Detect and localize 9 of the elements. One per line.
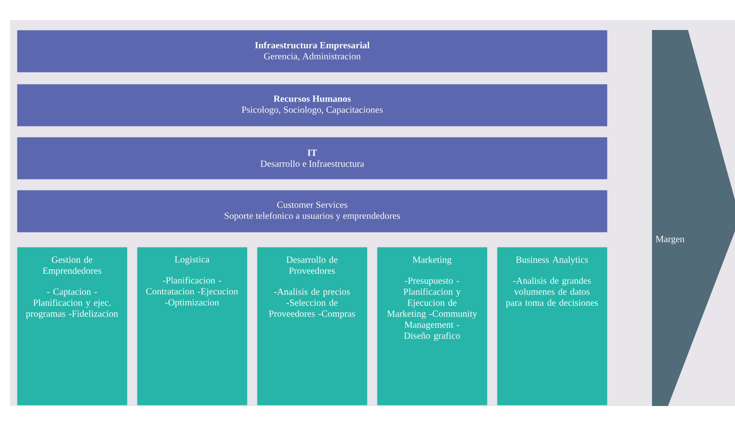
bar-box: IT Desarrollo e Infraestructura	[17, 137, 608, 180]
bar-box: Recursos Humanos Psicologo, Sociologo, Capacitaciones	[17, 84, 608, 126]
bar-box: Infraestructura Empresarial Gerencia, Administracion	[17, 30, 608, 72]
column-box: Business Analytics -Analisis de grandes volumenes de datos para toma de decisiones	[497, 247, 608, 406]
column-box: Desarrollo de Proveedores -Analisis de precios -Seleccion de Proveedores -Compras	[257, 247, 368, 406]
column-box: Marketing -Presupuesto -Planificacion y Ejecucion de Marketing -Community Management -Diseño grafico	[377, 247, 488, 406]
bar-box: Customer Services Soporte telefonico a usuarios y emprendedores	[17, 190, 608, 232]
column-box: Gestion de Emprendedores - Captacion -Planificacion y ejec. programas -Fidelizacion	[17, 247, 128, 406]
column-box: Logistica -Planificacion -Contratacion -Ejecucion -Optimizacion	[137, 247, 248, 406]
